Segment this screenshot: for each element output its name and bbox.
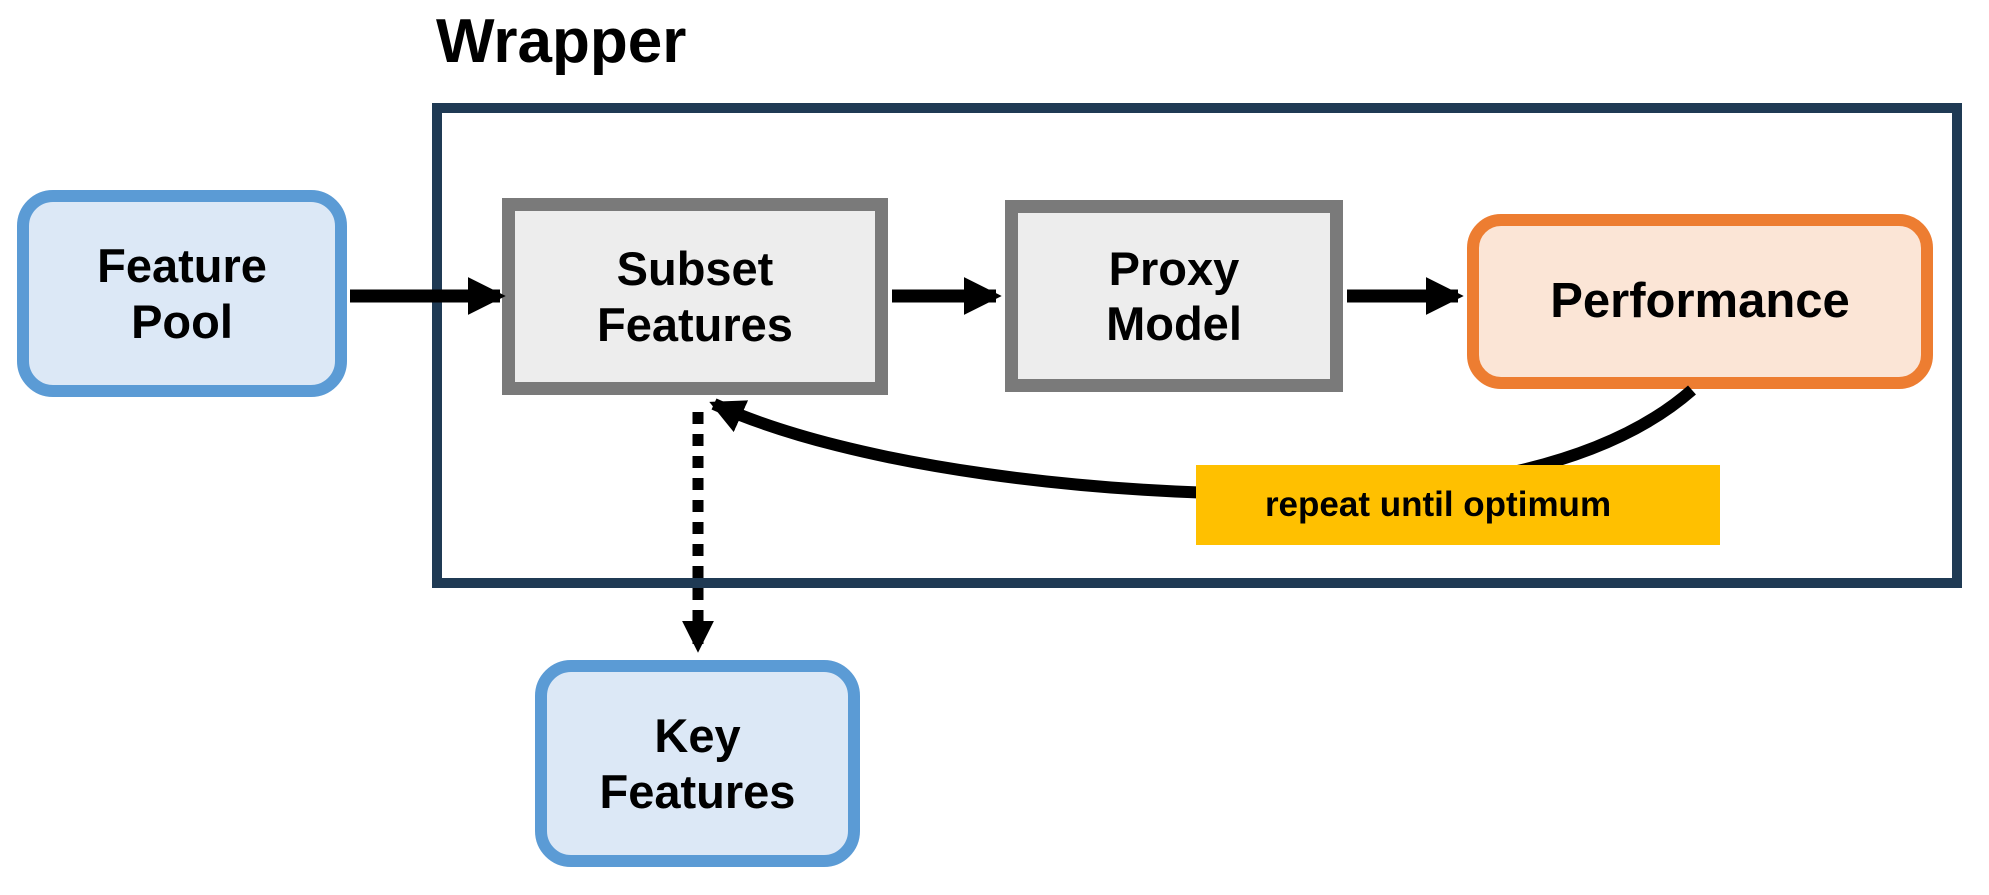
node-key-features: Key Features xyxy=(535,660,860,867)
node-proxy-model: Proxy Model xyxy=(1005,200,1343,392)
node-feature-pool: Feature Pool xyxy=(17,190,347,397)
wrapper-container-box xyxy=(432,103,1962,588)
node-subset-features: Subset Features xyxy=(502,198,888,395)
node-label-line: Features xyxy=(597,297,793,351)
node-label-line: Features xyxy=(599,764,796,818)
wrapper-title: Wrapper xyxy=(436,7,687,76)
node-performance: Performance xyxy=(1467,214,1933,389)
node-label-line: Subset xyxy=(616,242,774,296)
node-label-line: Pool xyxy=(131,294,233,348)
feedback-label: repeat until optimum xyxy=(1196,465,1720,545)
node-label-line: Proxy xyxy=(1108,241,1240,295)
node-label-line: Key xyxy=(654,709,741,763)
node-label-line: Performance xyxy=(1550,273,1850,328)
node-label-line: Model xyxy=(1106,297,1242,350)
node-label-line: Feature xyxy=(97,239,267,293)
